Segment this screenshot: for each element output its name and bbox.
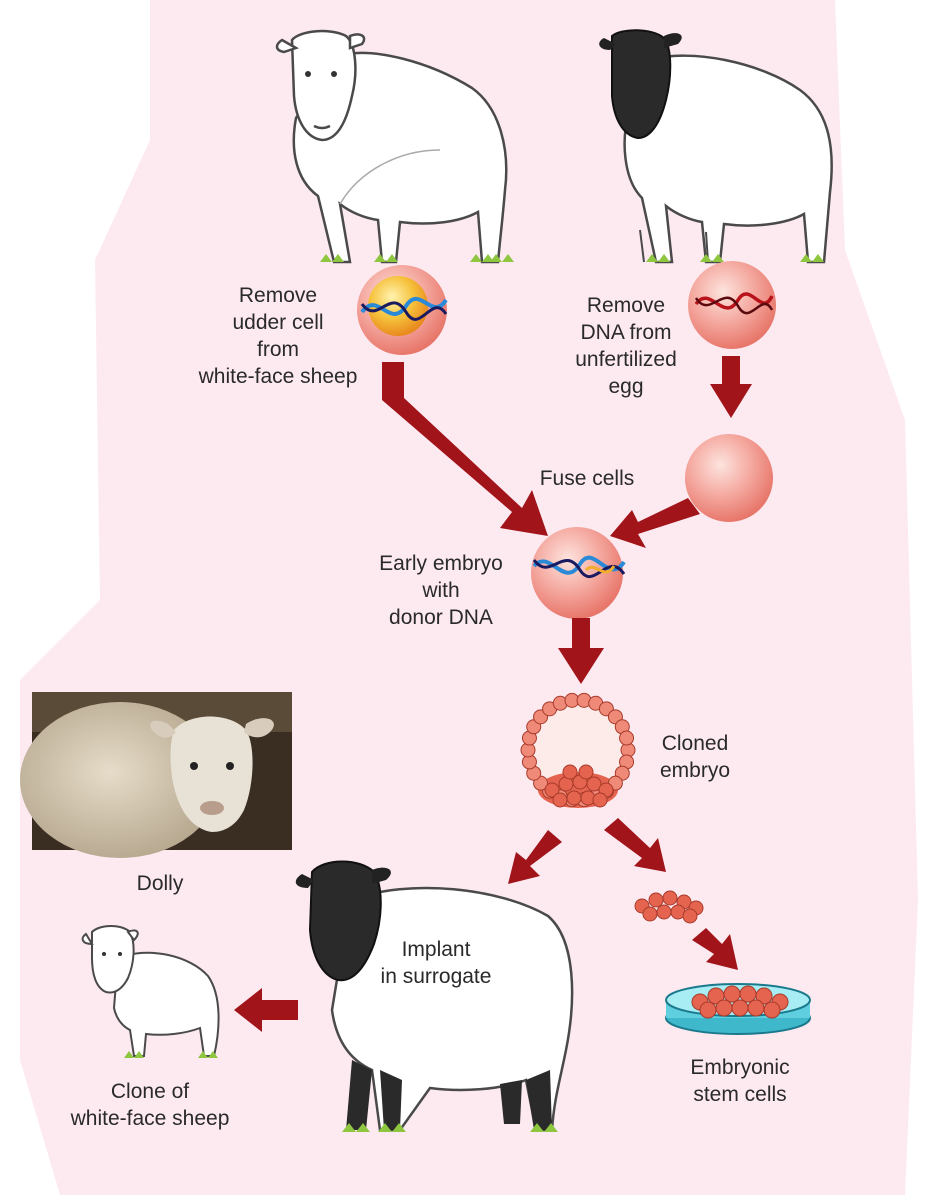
arrow-to-dish bbox=[692, 928, 738, 970]
arrow-fuse bbox=[610, 498, 700, 548]
grass-tuft bbox=[646, 254, 824, 262]
label-cloned-embryo: Cloned embryo bbox=[640, 730, 750, 784]
label-line: Fuse cells bbox=[539, 467, 635, 490]
cell-dot bbox=[578, 764, 594, 780]
label-line: with bbox=[422, 579, 460, 602]
label-implant-in-surrogate: Implant in surrogate bbox=[356, 936, 516, 990]
petri-dish-icon bbox=[665, 983, 811, 1035]
label-line: stem cells bbox=[693, 1083, 787, 1106]
cloned-embryo-icon bbox=[520, 692, 636, 808]
label-line: donor DNA bbox=[389, 606, 493, 629]
label-line: Embryonic bbox=[690, 1056, 790, 1079]
cell-dot bbox=[642, 906, 658, 922]
cell-cluster-icon bbox=[634, 890, 704, 924]
label-line: Dolly bbox=[136, 872, 184, 895]
cell-dot bbox=[552, 792, 568, 808]
label-clone-of-white-face-sheep: Clone of white-face sheep bbox=[30, 1078, 270, 1132]
cell-dot bbox=[656, 904, 672, 920]
label-line: unfertilized bbox=[575, 348, 677, 371]
label-line: Early embryo bbox=[379, 552, 503, 575]
early-embryo-icon bbox=[531, 527, 626, 619]
cell-dot bbox=[715, 999, 733, 1017]
cell-dot bbox=[648, 892, 664, 908]
label-remove-udder-cell: Remove udder cell from white-face sheep bbox=[168, 282, 388, 390]
arrow-down-small bbox=[710, 356, 752, 418]
label-line: Implant bbox=[401, 938, 471, 961]
arrow-to-embryo bbox=[382, 362, 548, 536]
cell-dot bbox=[566, 790, 582, 806]
label-early-embryo: Early embryo with donor DNA bbox=[356, 550, 526, 631]
label-line: udder cell bbox=[232, 311, 324, 334]
label-line: DNA from bbox=[580, 321, 672, 344]
unfertilized-egg-icon bbox=[688, 261, 776, 349]
cell-dot bbox=[586, 776, 602, 792]
cell-dot bbox=[682, 908, 698, 924]
cell-dot bbox=[662, 890, 678, 906]
surrogate-sheep-icon bbox=[295, 860, 574, 1132]
arrow-to-surrogate bbox=[508, 830, 562, 884]
cell-dot bbox=[723, 985, 741, 1003]
cell-dot bbox=[619, 730, 635, 746]
grass-tuft bbox=[124, 1051, 218, 1058]
label-line: embryo bbox=[659, 759, 731, 782]
cell-dot bbox=[731, 999, 749, 1017]
label-line: Cloned bbox=[661, 732, 729, 755]
arrow-to-stem-cells bbox=[604, 818, 666, 872]
cell-dot bbox=[747, 999, 765, 1017]
label-line: white-face sheep bbox=[198, 365, 358, 388]
grass-tuft bbox=[342, 1123, 558, 1132]
black-face-sheep-icon bbox=[599, 29, 833, 264]
label-dolly: Dolly bbox=[100, 870, 220, 897]
cell-dot bbox=[739, 985, 757, 1003]
cell-dot bbox=[592, 792, 608, 808]
label-line: white-face sheep bbox=[70, 1107, 230, 1130]
arrow-down-embryo bbox=[558, 618, 604, 684]
arrow-to-clone bbox=[234, 988, 298, 1032]
label-line: in surrogate bbox=[380, 965, 492, 988]
label-fuse-cells: Fuse cells bbox=[512, 465, 662, 492]
cell-dot bbox=[755, 987, 773, 1005]
label-line: Remove bbox=[586, 294, 666, 317]
label-line: Remove bbox=[238, 284, 318, 307]
udder-cell-icon bbox=[357, 265, 448, 355]
cell-dot bbox=[699, 1001, 717, 1019]
lamb-icon bbox=[81, 925, 220, 1057]
enucleated-egg-icon bbox=[685, 434, 773, 522]
cell-dot bbox=[544, 782, 560, 798]
cell-dot bbox=[562, 764, 578, 780]
label-embryonic-stem-cells: Embryonic stem cells bbox=[670, 1054, 810, 1108]
sheep-photo-icon bbox=[20, 692, 292, 858]
label-line: from bbox=[257, 338, 299, 361]
label-line: egg bbox=[608, 375, 644, 398]
grass-tuft bbox=[320, 254, 514, 262]
label-line: Clone of bbox=[110, 1080, 190, 1103]
arrows bbox=[234, 356, 752, 1032]
white-face-sheep-icon bbox=[275, 29, 508, 264]
cell-dot bbox=[763, 1001, 781, 1019]
